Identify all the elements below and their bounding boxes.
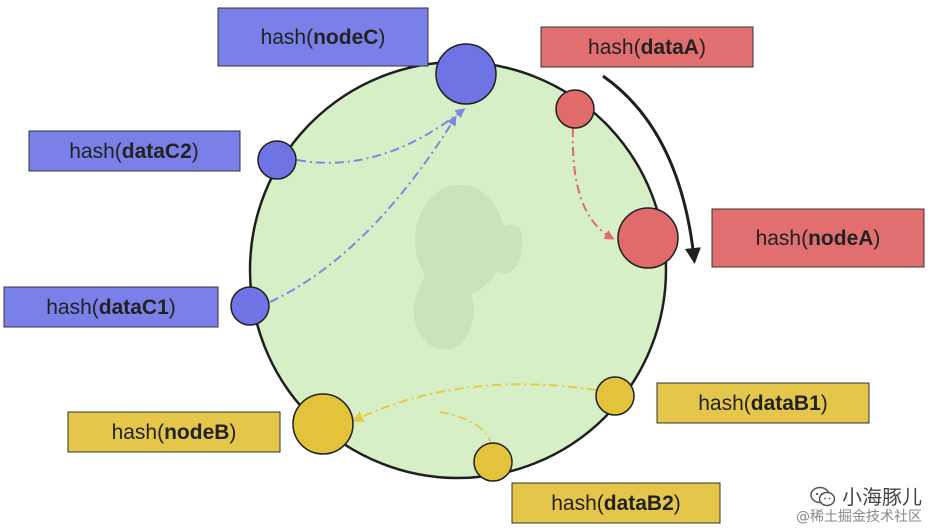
dataC1-circle[interactable] bbox=[230, 286, 270, 326]
clockwise-direction-arrow bbox=[602, 74, 701, 264]
dataA-circle[interactable] bbox=[555, 89, 595, 129]
arrow-dataB2-to-nodeB bbox=[439, 411, 493, 447]
label-dataA: hash(dataA) bbox=[540, 26, 754, 68]
svg-text:hash(nodeB): hash(nodeB) bbox=[112, 421, 237, 444]
arrow-dataC1-to-nodeC bbox=[269, 115, 457, 303]
watermark: 小海豚儿 @稀土掘金技术社区 bbox=[796, 486, 922, 526]
label-dataC2: hash(dataC2) bbox=[28, 130, 241, 172]
svg-text:hash(dataA): hash(dataA) bbox=[588, 36, 706, 59]
watermark-site-name: @稀土掘金技术社区 bbox=[796, 509, 922, 525]
dataC2-circle[interactable] bbox=[257, 140, 297, 180]
wechat-icon bbox=[810, 486, 836, 507]
mascot-watermark-icon bbox=[413, 185, 523, 350]
label-dataB2: hash(dataB2) bbox=[511, 482, 721, 524]
label-nodeA: hash(nodeA) bbox=[711, 208, 925, 268]
svg-text:hash(dataB2): hash(dataB2) bbox=[551, 492, 681, 515]
label-nodeB: hash(nodeB) bbox=[67, 411, 281, 453]
svg-text:hash(dataC2): hash(dataC2) bbox=[69, 140, 199, 163]
nodeB-circle[interactable] bbox=[292, 393, 354, 455]
watermark-account-name: 小海豚儿 bbox=[842, 485, 922, 509]
arrow-dataC2-to-nodeC bbox=[296, 108, 466, 164]
label-dataB1: hash(dataB1) bbox=[656, 382, 870, 424]
arrow-dataA-to-nodeA bbox=[571, 127, 615, 240]
label-dataC1: hash(dataC1) bbox=[3, 286, 219, 328]
nodeA-circle[interactable] bbox=[617, 207, 679, 269]
svg-text:hash(dataC1): hash(dataC1) bbox=[46, 296, 176, 319]
svg-text:hash(nodeC): hash(nodeC) bbox=[261, 26, 386, 49]
svg-text:hash(nodeA): hash(nodeA) bbox=[756, 227, 881, 250]
arrow-dataB1-to-nodeB bbox=[351, 383, 597, 422]
dataB1-circle[interactable] bbox=[595, 376, 635, 416]
nodeC-circle[interactable] bbox=[435, 43, 497, 105]
label-nodeC: hash(nodeC) bbox=[217, 7, 429, 67]
svg-text:hash(dataB1): hash(dataB1) bbox=[698, 392, 828, 415]
dataB2-circle[interactable] bbox=[473, 442, 513, 482]
